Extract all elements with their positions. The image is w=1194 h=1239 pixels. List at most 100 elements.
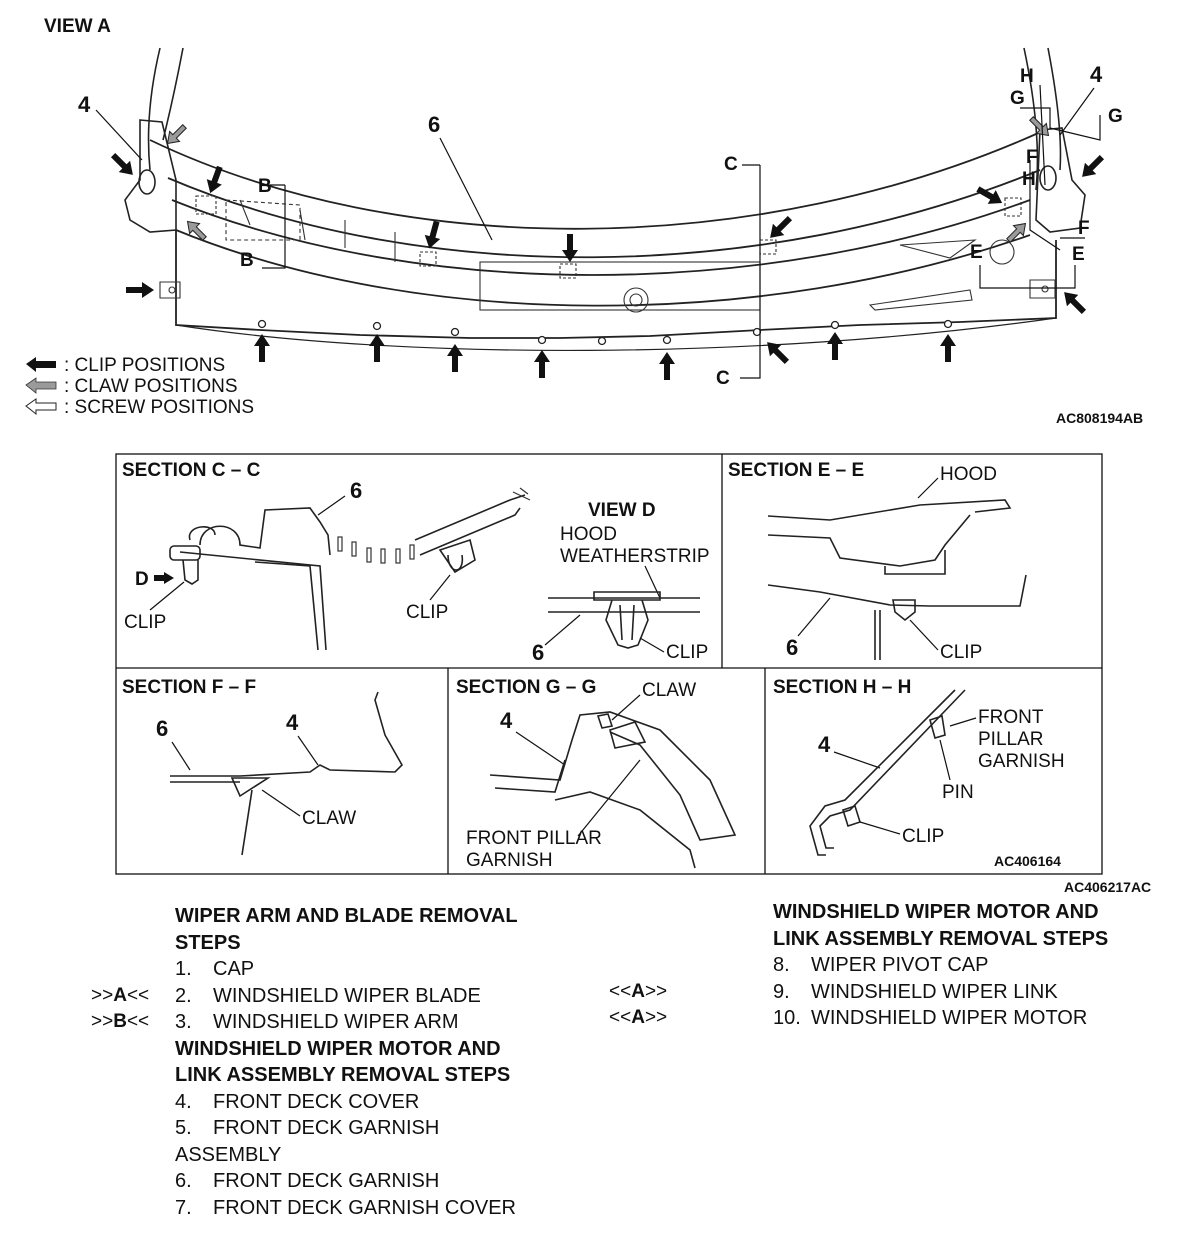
section-hh-garnish-2: PILLAR bbox=[978, 729, 1043, 750]
step-2-text: WINDSHIELD WIPER BLADE bbox=[213, 984, 481, 1007]
section-ff-part4: 4 bbox=[286, 710, 299, 735]
leader-6 bbox=[439, 137, 493, 241]
mark-g-right: G bbox=[1108, 106, 1123, 127]
step-9: <<A>> 9. WINDSHIELD WIPER LINK bbox=[609, 979, 1108, 1006]
step-8-text: WIPER PIVOT CAP bbox=[811, 954, 989, 976]
section-hh-title: SECTION H – H bbox=[773, 677, 911, 698]
legend: : CLIP POSITIONS : CLAW POSITIONS : SCRE… bbox=[25, 355, 254, 418]
step-4-text: FRONT DECK COVER bbox=[213, 1090, 420, 1113]
section-gg-title: SECTION G – G bbox=[456, 677, 596, 698]
steps-right-header-a: WINDSHIELD WIPER MOTOR AND bbox=[773, 901, 1099, 923]
step-9-num: 9. bbox=[773, 980, 790, 1003]
section-cc-clip-left: CLIP bbox=[124, 612, 166, 633]
black-arrow-icon bbox=[26, 357, 56, 372]
mark-h-lower: H bbox=[1022, 169, 1036, 190]
mark-e-left: E bbox=[970, 242, 983, 263]
section-hh-garnish-1: FRONT bbox=[978, 707, 1044, 728]
section-cc-d: D bbox=[135, 569, 149, 590]
leader-4-left bbox=[95, 109, 143, 161]
section-ff-title: SECTION F – F bbox=[122, 677, 256, 698]
section-gg-garnish-1: FRONT PILLAR bbox=[466, 828, 602, 849]
section-hh-part4: 4 bbox=[818, 732, 831, 757]
step-10: <<A>> 10. WINDSHIELD WIPER MOTOR bbox=[609, 1005, 1108, 1032]
step-6: 6. FRONT DECK GARNISH bbox=[175, 1168, 518, 1195]
screw-holes bbox=[257, 319, 953, 346]
legend-clip: : CLIP POSITIONS bbox=[64, 355, 225, 376]
section-ff-claw: CLAW bbox=[302, 808, 356, 829]
section-h-h: SECTION H – H FRONT PILLAR GARNISH 4 PIN… bbox=[773, 677, 1065, 869]
step-10-num: 10. bbox=[773, 1007, 801, 1029]
step-1-num: 1. bbox=[175, 958, 192, 980]
section-g-g: SECTION G – G CLAW 4 FRONT PILLAR GARNIS… bbox=[456, 677, 737, 871]
step-1: 1. CAP bbox=[175, 956, 518, 983]
mark-c-lower: C bbox=[716, 368, 730, 389]
section-cc-part6: 6 bbox=[350, 478, 362, 503]
section-ee-title: SECTION E – E bbox=[728, 460, 864, 481]
section-ee-hood: HOOD bbox=[940, 464, 997, 485]
step-6-num: 6. bbox=[175, 1170, 192, 1192]
steps-left-header2-b: LINK ASSEMBLY REMOVAL STEPS bbox=[175, 1064, 511, 1086]
section-hh-pin: PIN bbox=[942, 782, 974, 803]
section-gg-garnish-2: GARNISH bbox=[466, 850, 553, 871]
step-7-num: 7. bbox=[175, 1196, 192, 1219]
section-views: SECTION C – C 6 D CLIP CLIP VIEW D HO bbox=[115, 453, 1151, 895]
section-mark-lines bbox=[262, 84, 1101, 379]
step-3: >>B<< 3. WINDSHIELD WIPER ARM bbox=[91, 1009, 518, 1036]
step-5: 5. FRONT DECK GARNISH bbox=[175, 1115, 518, 1142]
step-9-text: WINDSHIELD WIPER LINK bbox=[811, 980, 1058, 1003]
leader-4-right bbox=[1059, 87, 1095, 136]
section-hh-clip: CLIP bbox=[902, 826, 944, 847]
section-gg-claw: CLAW bbox=[642, 680, 696, 701]
part-4-left: 4 bbox=[78, 92, 91, 117]
steps-left-header2-a: WINDSHIELD WIPER MOTOR AND bbox=[175, 1037, 501, 1060]
top-figure-id: AC808194AB bbox=[1056, 410, 1143, 426]
sections-figure-id: AC406217AC bbox=[1064, 879, 1151, 895]
step-5-num: 5. bbox=[175, 1117, 192, 1139]
legend-claw: : CLAW POSITIONS bbox=[64, 376, 238, 397]
step-6-text: FRONT DECK GARNISH bbox=[213, 1170, 440, 1192]
step-8-num: 8. bbox=[773, 954, 790, 976]
mark-h-upper: H bbox=[1020, 66, 1034, 87]
section-cc-clip-right: CLIP bbox=[406, 602, 448, 623]
steps-left: WIPER ARM AND BLADE REMOVAL STEPS 1.CAP … bbox=[91, 903, 518, 1222]
steps-right: WINDSHIELD WIPER MOTOR AND LINK ASSEMBLY… bbox=[609, 899, 1109, 1032]
outline-arrow-icon bbox=[25, 398, 57, 416]
section-hh-garnish-3: GARNISH bbox=[978, 751, 1065, 772]
step-8: 8. WIPER PIVOT CAP bbox=[773, 952, 1108, 979]
steps-right-header-b: LINK ASSEMBLY REMOVAL STEPS bbox=[773, 927, 1109, 950]
part-4-right: 4 bbox=[1090, 62, 1103, 87]
step-7-text: FRONT DECK GARNISH COVER bbox=[213, 1196, 516, 1219]
view-a-diagram: VIEW A bbox=[25, 16, 1143, 426]
section-e-e: SECTION E – E HOOD 6 CLIP bbox=[728, 460, 1027, 663]
section-hh-figure-id: AC406164 bbox=[994, 853, 1061, 869]
step-7: 7. FRONT DECK GARNISH COVER bbox=[175, 1195, 518, 1222]
step-3-text: WINDSHIELD WIPER ARM bbox=[213, 1011, 459, 1033]
step-10-ref: <<A>> bbox=[609, 1007, 668, 1028]
section-c-c: SECTION C – C 6 D CLIP CLIP VIEW D HO bbox=[122, 460, 710, 665]
step-3-num: 3. bbox=[175, 1011, 192, 1033]
mark-b-lower: B bbox=[240, 250, 254, 271]
section-ff-part6: 6 bbox=[156, 716, 168, 741]
d-arrow-icon bbox=[154, 572, 174, 584]
gray-arrow-icon bbox=[25, 377, 57, 394]
mark-e-right: E bbox=[1072, 244, 1085, 265]
step-5-cont: ASSEMBLY bbox=[175, 1143, 282, 1166]
step-10-text: WINDSHIELD WIPER MOTOR bbox=[811, 1007, 1088, 1029]
step-4: 4.FRONT DECK COVER bbox=[175, 1089, 518, 1116]
mark-g-left: G bbox=[1010, 88, 1025, 109]
steps-left-header1-b: STEPS bbox=[175, 931, 241, 954]
step-1-text: CAP bbox=[213, 958, 255, 980]
view-d-part6: 6 bbox=[532, 640, 544, 665]
section-ee-clip: CLIP bbox=[940, 642, 982, 663]
step-3-ref: >>B<< bbox=[91, 1011, 150, 1032]
garnish-details bbox=[159, 195, 1056, 313]
view-d-title: VIEW D bbox=[588, 500, 656, 521]
section-ee-part6: 6 bbox=[786, 635, 798, 660]
section-cc-title: SECTION C – C bbox=[122, 460, 261, 481]
step-5-text: FRONT DECK GARNISH bbox=[213, 1117, 440, 1139]
view-d-hood: HOOD bbox=[560, 524, 617, 545]
section-gg-part4: 4 bbox=[500, 708, 513, 733]
step-2-ref: >>A<< bbox=[91, 984, 150, 1006]
step-9-ref: <<A>> bbox=[609, 980, 668, 1002]
part-6: 6 bbox=[428, 112, 440, 137]
